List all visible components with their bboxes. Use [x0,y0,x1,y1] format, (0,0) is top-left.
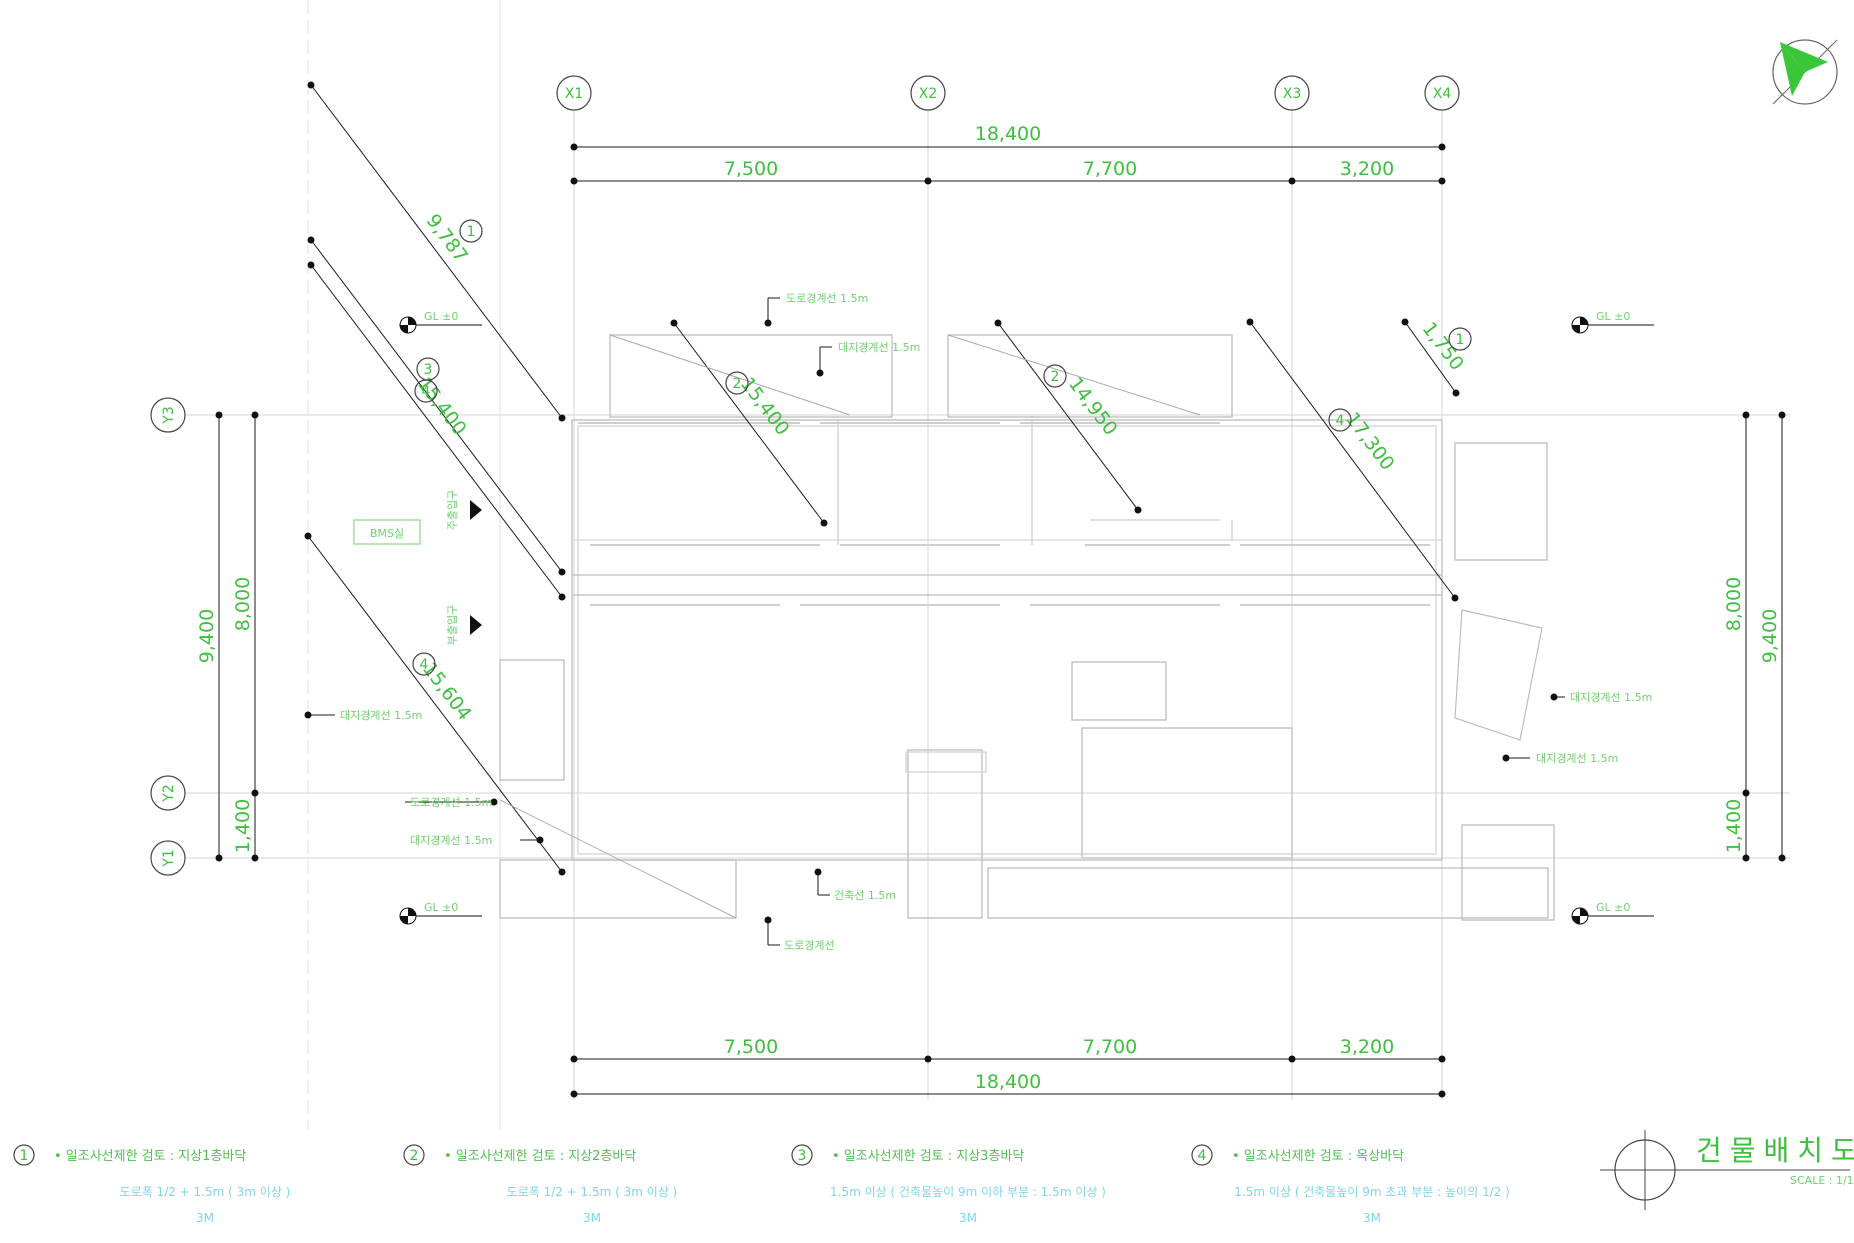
legend-title-3: • 일조사선제한 검토 : 지상3층바닥 [832,1149,1024,1164]
building-outline [499,334,1555,921]
grid-label-y1: Y1 [161,849,177,867]
entrance-label-main: 주출입구 [446,490,459,530]
note-2: 대지경계선 1.5m [838,341,920,354]
gl-label-3: GL ±0 [424,901,458,914]
legend-num-4: 4 [1198,1148,1207,1164]
rotated-structure [1454,609,1543,741]
grid-bubbles-y: Y3 Y2 Y1 [150,397,186,876]
legend-num-2: 2 [410,1148,419,1164]
entrance-arrow-main [470,500,482,520]
dimension-dots [215,81,1786,1098]
dim-left-small: 1,400 [232,799,254,853]
north-arrow-icon [1780,42,1828,72]
legend-sub-2: 3M [583,1211,601,1225]
dim-bottom-span-2: 7,700 [1083,1036,1137,1058]
gl-label-1: GL ±0 [424,310,458,323]
dim-top-total: 18,400 [975,123,1041,145]
dim-right-total: 9,400 [1759,609,1781,663]
marker-2b: 2 [1051,369,1060,385]
bms-room: BMS실 [353,519,421,545]
grid-label-y2: Y2 [161,784,177,802]
gl-symbol-3: GL ±0 [399,901,482,925]
gl-symbols: GL ±0 GL ±0 GL ±0 GL ±0 [399,310,1654,925]
diag-dim-2a: 15,400 [736,373,794,439]
north-arrow [1772,39,1838,105]
diagonal-dims: 9,787 15,400 15,400 14,950 17,300 15,604… [413,210,1468,725]
dim-top-span-2: 7,700 [1083,158,1137,180]
dim-left-main: 8,000 [232,577,254,631]
marker-3: 3 [424,362,433,378]
legend-item-3: 3 • 일조사선제한 검토 : 지상3층바닥 1.5m 이상 ( 건축물높이 9… [791,1144,1106,1225]
circled-markers: 1 3 4 2 2 4 1 4 [412,219,1472,676]
entrance-arrow-sub [470,615,482,635]
note-9: 대지경계선 1.5m [1536,752,1618,765]
note-5: 대지경계선 1.5m [410,834,492,847]
gl-label-2: GL ±0 [1596,310,1630,323]
dim-right-small: 1,400 [1723,799,1745,853]
gl-label-4: GL ±0 [1596,901,1630,914]
note-3: 대지경계선 1.5m [340,709,422,722]
entrance-arrows: 주출입구 부출입구 [446,490,482,645]
diag-dim-4c: 17,300 [1341,408,1399,474]
diag-dim-1: 9,787 [422,210,472,267]
entrance-label-sub: 부출입구 [446,605,459,645]
title-block: 건물배치도 SCALE : 1/100 [1600,1130,1854,1210]
marker-1b: 1 [1456,332,1465,348]
marker-4b: 4 [1336,413,1345,429]
legend-rule-3: 1.5m 이상 ( 건축물높이 9m 이하 부분 : 1.5m 이상 ) [830,1185,1106,1199]
legend-item-4: 4 • 일조사선제한 검토 : 옥상바닥 1.5m 이상 ( 건축물높이 9m … [1191,1144,1510,1225]
legend-sub-3: 3M [959,1211,977,1225]
gl-symbol-1: GL ±0 [399,310,482,334]
grid-label-y3: Y3 [161,406,177,424]
note-6: 건축선 1.5m [834,889,896,902]
legend-rule-1: 도로폭 1/2 + 1.5m ( 3m 이상 ) [120,1185,291,1199]
marker-2a: 2 [733,376,742,392]
setback-diagonals [307,84,1457,919]
legend-title-4: • 일조사선제한 검토 : 옥상바닥 [1232,1149,1404,1164]
note-8: 도로경계선 [784,939,835,952]
legend: 1 • 일조사선제한 검토 : 지상1층바닥 도로폭 1/2 + 1.5m ( … [13,1144,1510,1225]
dim-bottom-span-3: 3,200 [1340,1036,1394,1058]
legend-rule-2: 도로폭 1/2 + 1.5m ( 3m 이상 ) [507,1185,678,1199]
marker-1a: 1 [467,224,476,240]
annotation-notes: 도로경계선 1.5m 대지경계선 1.5m 대지경계선 1.5m 도로경계선 1… [340,292,1652,952]
legend-num-1: 1 [20,1148,29,1164]
legend-item-2: 2 • 일조사선제한 검토 : 지상2층바닥 도로폭 1/2 + 1.5m ( … [403,1144,678,1225]
dim-left-total: 9,400 [196,609,218,663]
legend-sub-1: 3M [196,1211,214,1225]
note-1: 도로경계선 1.5m [786,292,868,305]
legend-title-2: • 일조사선제한 검토 : 지상2층바닥 [444,1149,636,1164]
dimension-lines [218,146,1783,1095]
dim-bottom-span-1: 7,500 [724,1036,778,1058]
dim-bottom-total: 18,400 [975,1071,1041,1093]
legend-num-3: 3 [798,1148,807,1164]
gl-symbol-2: GL ±0 [1571,310,1654,334]
grid-label-x1: X1 [565,86,584,102]
dim-top-span-3: 3,200 [1340,158,1394,180]
dimension-texts: 18,400 7,500 7,700 3,200 7,500 7,700 3,2… [196,123,1781,1093]
dim-top-span-1: 7,500 [724,158,778,180]
marker-4a: 4 [422,384,431,400]
drawing-title: 건물배치도 [1696,1134,1854,1167]
grid-label-x2: X2 [919,86,938,102]
gl-symbol-4: GL ±0 [1571,901,1654,925]
dim-right-main: 8,000 [1723,577,1745,631]
diag-dim-2b: 14,950 [1064,373,1122,439]
bms-room-label: BMS실 [370,527,404,540]
note-7: 대지경계선 1.5m [1570,691,1652,704]
grid-label-x4: X4 [1433,86,1452,102]
legend-sub-4: 3M [1363,1211,1381,1225]
grid-label-x3: X3 [1283,86,1302,102]
note-4: 도로경계선 1.5m [410,796,492,809]
property-lines [307,0,501,1130]
grid-bubbles-x: X1 X2 X3 X4 [556,75,1460,111]
legend-rule-4: 1.5m 이상 ( 건축물높이 9m 초과 부분 : 높이의 1/2 ) [1234,1185,1510,1199]
drawing-scale: SCALE : 1/100 [1790,1174,1854,1187]
leader-lines [308,297,1565,946]
wall-ticks [578,422,1430,606]
legend-item-1: 1 • 일조사선제한 검토 : 지상1층바닥 도로폭 1/2 + 1.5m ( … [13,1144,291,1225]
legend-title-1: • 일조사선제한 검토 : 지상1층바닥 [54,1149,246,1164]
marker-4c: 4 [420,657,429,673]
